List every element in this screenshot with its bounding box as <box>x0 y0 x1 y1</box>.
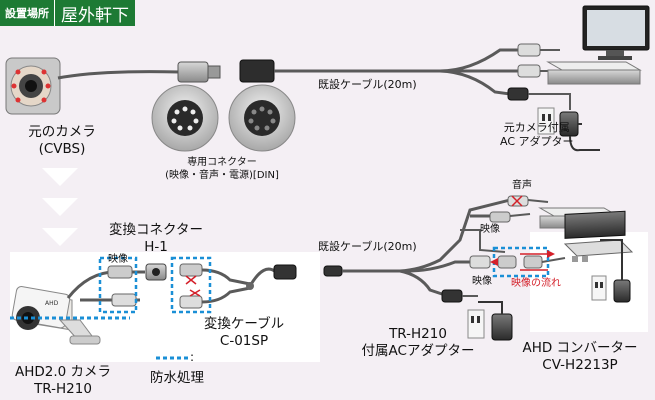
location-badge: 設置場所 屋外軒下 <box>0 0 135 26</box>
audio-label: 音声 <box>512 180 532 191</box>
tr-adapter-illustration <box>467 301 513 341</box>
old-camera-label: 元のカメラ (CVBS) <box>20 124 104 158</box>
tr-adapter-line2: 付属ACアダプター <box>361 342 475 359</box>
svg-text:AHD: AHD <box>45 300 59 307</box>
conversion-connector-line1: 変換コネクター <box>109 222 203 238</box>
ahd-converter-label: AHD コンバーター CV-H2213P <box>516 340 644 374</box>
video-flow-label: 映像の流れ <box>511 278 561 289</box>
ahd-camera-line2: TR-H210 <box>34 380 92 397</box>
waterproof-legend-colon: : <box>190 350 195 364</box>
existing-cable-bottom-label: 既設ケーブル(20m) <box>318 240 417 253</box>
ahd-camera-line1: AHD2.0 カメラ <box>14 364 112 380</box>
old-camera-line2: (CVBS) <box>38 140 86 157</box>
old-adapter-illustration <box>537 107 600 152</box>
video-mid-label: 映像 <box>480 224 500 235</box>
old-camera-illustration <box>5 57 61 115</box>
din-plug-male <box>177 61 209 83</box>
conversion-connector-line2: H-1 <box>144 238 168 255</box>
ahd-converter-line1: AHD コンバーター <box>522 340 638 356</box>
conversion-cable-label: 変換ケーブル C-01SP <box>196 316 292 350</box>
tr-adapter-label: TR-H210 付属ACアダプター <box>358 326 478 360</box>
ahd-camera-label: AHD2.0 カメラ TR-H210 <box>14 364 112 398</box>
din-connector-line1: 専用コネクター <box>187 157 257 168</box>
recorder-top-illustration <box>546 61 642 85</box>
old-camera-line1: 元のカメラ <box>28 124 96 140</box>
din-male-closeup <box>151 84 219 152</box>
waterproof-box-1 <box>98 256 138 314</box>
down-arrows <box>42 168 78 246</box>
existing-cable-top-label: 既設ケーブル(20m) <box>318 78 417 91</box>
din-female-closeup <box>228 84 296 152</box>
video-bottom-label: 映像 <box>472 276 492 287</box>
conversion-cable-line1: 変換ケーブル <box>203 316 285 332</box>
ahd-converter-illustration <box>563 210 634 262</box>
monitor-illustration <box>582 5 650 60</box>
conversion-cable-line2: C-01SP <box>219 332 269 349</box>
ahd-converter-line2: CV-H2213P <box>542 356 618 373</box>
din-plug-female <box>239 59 275 83</box>
location-label: 設置場所 <box>0 0 54 26</box>
old-adapter-line2: AC アダプター <box>500 135 574 149</box>
old-adapter-label: 元カメラ付属 AC アダプター <box>500 121 574 150</box>
old-adapter-line1: 元カメラ付属 <box>503 121 570 134</box>
converter-adapter-illustration <box>591 239 631 303</box>
tr-adapter-line1: TR-H210 <box>389 326 447 342</box>
din-connector-line2: (映像・音声・電源)[DIN] <box>165 170 279 181</box>
unused-marks <box>185 275 201 297</box>
video-left-label: 映像 <box>108 254 128 265</box>
waterproof-box-2 <box>170 256 212 314</box>
conversion-connector-label: 変換コネクター H-1 <box>100 222 212 256</box>
waterproof-label: 防水処理 <box>150 370 204 386</box>
din-connector-label: 専用コネクター (映像・音声・電源)[DIN] <box>142 156 302 182</box>
location-value: 屋外軒下 <box>54 0 135 26</box>
